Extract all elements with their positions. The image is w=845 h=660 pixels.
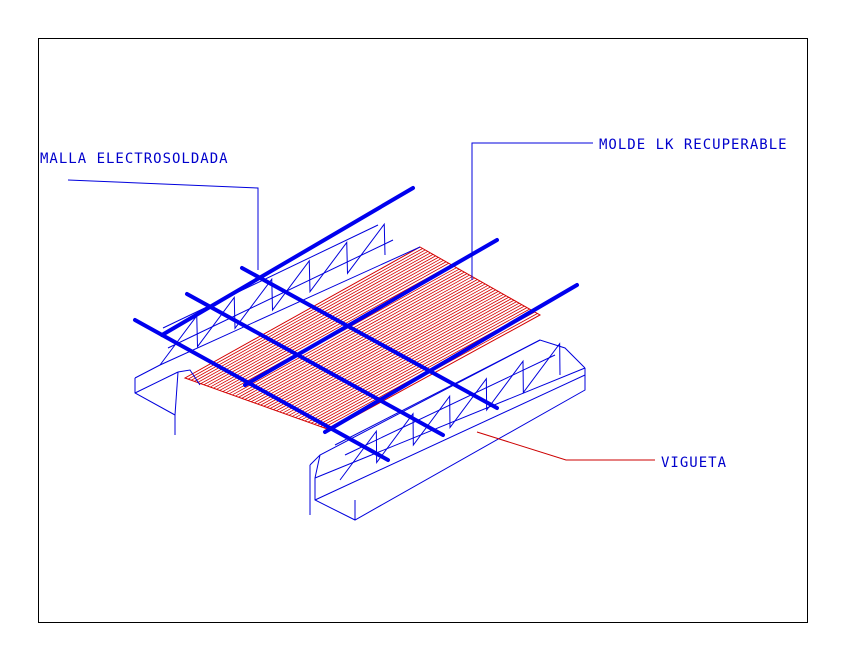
leader-malla xyxy=(67,179,259,270)
hatch-line xyxy=(238,271,465,398)
hatch-line xyxy=(206,256,439,387)
hatch-line xyxy=(219,262,449,391)
rebar-transverse-1 xyxy=(160,186,415,337)
rebar-longitudinal-1 xyxy=(240,266,499,410)
hatch-line xyxy=(216,261,447,390)
hatch-line xyxy=(232,268,460,396)
malla-electrosoldada xyxy=(133,186,579,462)
hatch-line xyxy=(257,280,481,405)
vigueta-back xyxy=(134,222,421,435)
hatch-line xyxy=(191,249,426,381)
hatch-line xyxy=(254,279,478,404)
label-molde-lk-recuperable: MOLDE LK RECUPERABLE xyxy=(599,137,788,153)
hatch-line xyxy=(222,264,452,392)
hatch-line xyxy=(203,255,436,386)
vigueta-front xyxy=(309,339,586,521)
hatch-line xyxy=(187,248,423,380)
hatch-line xyxy=(241,273,468,399)
hatch-line xyxy=(247,276,473,401)
hatch-line xyxy=(213,259,444,389)
hatch-line xyxy=(244,274,470,400)
hatch-line xyxy=(269,286,491,409)
rebar-transverse-3 xyxy=(323,283,579,434)
hatch-line xyxy=(200,254,434,385)
hatch-line xyxy=(282,292,502,414)
rebar-transverse-2 xyxy=(243,238,499,387)
hatch-line xyxy=(285,293,504,415)
hatch-line xyxy=(194,251,429,382)
hatch-line xyxy=(210,258,442,388)
hatch-line xyxy=(235,270,462,397)
leaders xyxy=(67,142,655,461)
rebar-longitudinal-2 xyxy=(185,292,445,437)
drawing-border xyxy=(38,38,808,623)
hatch-line xyxy=(266,285,489,408)
rebar-longitudinal-3 xyxy=(133,318,390,462)
hatch-line xyxy=(273,288,494,411)
hatch-line xyxy=(197,252,431,383)
label-vigueta: VIGUETA xyxy=(661,455,728,471)
hatch-line xyxy=(279,290,499,413)
hatch-line xyxy=(251,277,475,403)
hatch-line xyxy=(276,289,496,412)
leader-vigueta xyxy=(476,431,655,461)
hatch-line xyxy=(260,282,483,406)
hatch-line xyxy=(263,283,486,407)
leader-molde xyxy=(471,142,593,280)
label-malla-electrosoldada: MALLA ELECTROSOLDADA xyxy=(40,151,229,167)
